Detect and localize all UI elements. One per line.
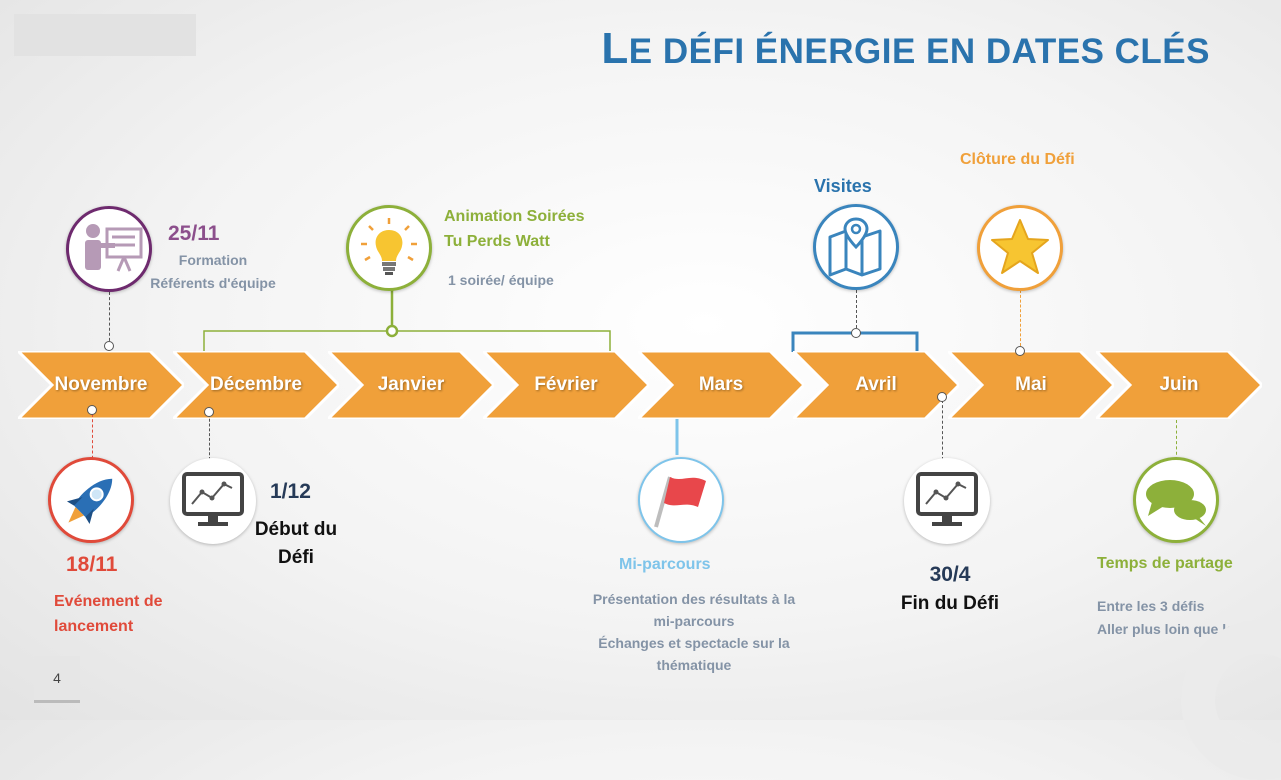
mi-parcours-line3: Échanges et spectacle sur la xyxy=(598,635,790,651)
month-arrow-janvier: Janvier xyxy=(328,351,494,419)
month-arrow-avril: Avril xyxy=(793,351,959,419)
visites-label: Visites xyxy=(814,176,872,196)
title-rest: E DÉFI ÉNERGIE EN DATES CLÉS xyxy=(628,32,1210,71)
month-label: Novembre xyxy=(54,374,148,395)
timeline-dot xyxy=(1015,346,1025,356)
connector-visites xyxy=(856,280,857,328)
connector-debut xyxy=(209,414,210,460)
animation-circle xyxy=(346,205,432,291)
lancement-line1: Evénement de xyxy=(54,593,163,610)
month-label: Avril xyxy=(855,374,897,395)
lancement-circle xyxy=(48,457,134,543)
flag-icon xyxy=(654,476,706,528)
mi-parcours-label: Mi-parcours xyxy=(619,556,711,573)
timeline-dot xyxy=(204,407,214,417)
mi-parcours-line2: mi-parcours xyxy=(653,613,735,629)
timeline-dot xyxy=(87,405,97,415)
connector-lancement xyxy=(92,414,93,464)
month-label: Mai xyxy=(1015,374,1047,395)
fin-date: 30/4 xyxy=(929,563,971,586)
cloture-label: Clôture du Défi xyxy=(960,151,1075,168)
month-arrow-fevrier: Février xyxy=(483,351,649,419)
formation-line1: Formation xyxy=(178,252,248,268)
page-number: 4 xyxy=(34,656,80,703)
monitor-chart-icon xyxy=(916,472,978,526)
cloture-circle xyxy=(977,205,1063,291)
formation-circle xyxy=(66,206,152,292)
connector-cloture xyxy=(1020,290,1021,346)
chat-bubbles-icon xyxy=(1146,480,1206,526)
animation-note: 1 soirée/ équipe xyxy=(448,272,554,288)
fin-circle xyxy=(904,458,990,544)
month-arrow-juin: Juin xyxy=(1096,351,1262,419)
timeline-dot xyxy=(851,328,861,338)
connector-fin xyxy=(942,400,943,460)
month-arrow-mai: Mai xyxy=(948,351,1114,419)
title-first-letter: L xyxy=(601,24,629,73)
month-arrow-mars: Mars xyxy=(638,351,804,419)
presentation-icon xyxy=(85,224,143,272)
connector-partage xyxy=(1176,420,1177,460)
month-label: Décembre xyxy=(210,374,302,395)
animation-line1: Animation Soirées xyxy=(444,208,585,225)
partage-line1: Entre les 3 défis xyxy=(1097,598,1205,614)
mi-parcours-circle xyxy=(638,457,724,543)
fin-label: Fin du Défi xyxy=(900,593,1000,614)
formation-date: 25/11 xyxy=(168,222,220,245)
debut-date: 1/12 xyxy=(270,480,311,503)
page-title: LE DÉFI ÉNERGIE EN DATES CLÉS xyxy=(600,24,1210,74)
visites-circle xyxy=(813,204,899,290)
monitor-chart-icon xyxy=(182,472,244,526)
mi-parcours-line4: thématique xyxy=(656,657,732,673)
lancement-date: 18/11 xyxy=(66,553,118,576)
debut-line2: Défi xyxy=(278,547,314,568)
map-icon xyxy=(828,217,882,277)
timeline-dot xyxy=(104,341,114,351)
partage-circle xyxy=(1133,457,1219,543)
animation-line2: Tu Perds Watt xyxy=(444,233,550,250)
lightbulb-icon xyxy=(361,218,417,275)
logo-placeholder xyxy=(14,14,196,56)
month-arrow-decembre: Décembre xyxy=(173,351,339,419)
connector-formation xyxy=(109,292,110,346)
month-label: Janvier xyxy=(377,374,445,395)
mi-parcours-line1: Présentation des résultats à la xyxy=(592,591,796,607)
month-label: Mars xyxy=(698,374,744,395)
month-label: Février xyxy=(534,374,598,395)
formation-line2: Référents d'équipe xyxy=(150,275,276,291)
lancement-line2: lancement xyxy=(54,618,134,635)
month-label: Juin xyxy=(1159,374,1199,395)
partage-label: Temps de partage xyxy=(1097,555,1233,572)
debut-line1: Début du xyxy=(254,519,338,540)
debut-circle xyxy=(170,458,256,544)
timeline-dot xyxy=(937,392,947,402)
rocket-icon xyxy=(66,478,113,525)
star-icon xyxy=(991,219,1049,274)
month-arrow-novembre: Novembre xyxy=(18,351,184,419)
